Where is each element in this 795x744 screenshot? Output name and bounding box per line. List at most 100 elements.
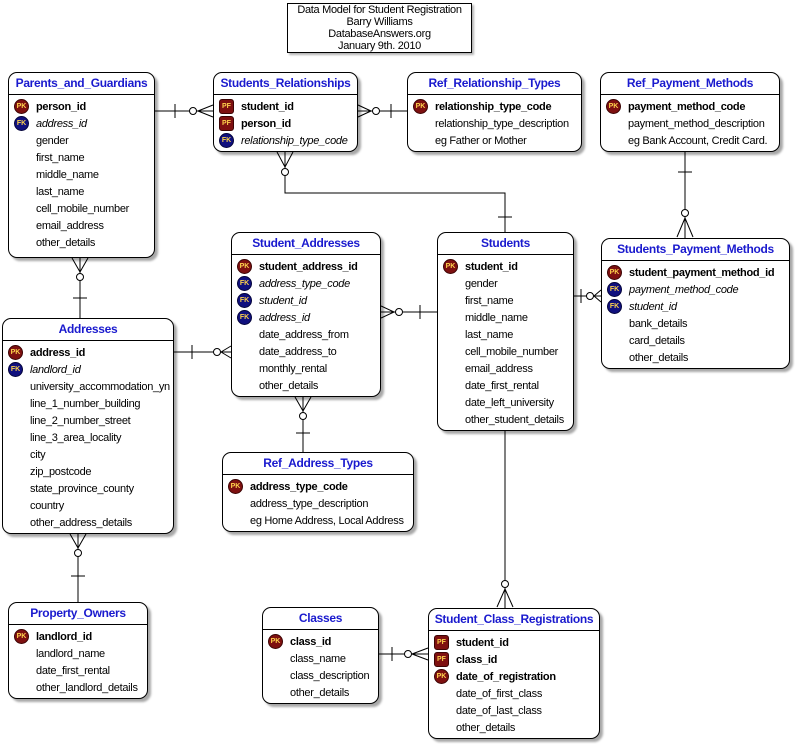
field-name: class_id [290,635,332,648]
field-name: line_3_area_locality [30,431,122,444]
field-row: line_3_area_locality [3,429,173,446]
field-row: date_left_university [438,394,573,411]
pf-key-icon: PF [219,116,239,131]
field-name: landlord_id [30,363,81,376]
connector-students-to-student-addresses [380,305,437,319]
pk-key-icon: PK [268,634,288,649]
entity-title: Student_Addresses [232,233,380,255]
field-name: state_province_county [30,482,134,495]
connector-students-to-students-relationships [276,151,512,232]
field-name: eg Father or Mother [435,134,527,147]
field-name: student_id [465,260,518,273]
field-name: address_id [30,346,86,359]
entity-title: Ref_Address_Types [223,453,413,475]
diagram-title-box: Data Model for Student Registration Barr… [287,3,472,53]
field-name: email_address [465,362,533,375]
field-name: class_name [290,652,346,665]
field-name: payment_method_description [628,117,765,130]
diagram-site: DatabaseAnswers.org [328,28,431,40]
fk-key-icon: FK [607,282,627,297]
entity-title: Property_Owners [9,603,147,625]
field-name: country [30,499,64,512]
pk-key-icon: PK [413,99,433,114]
field-row: other_landlord_details [9,679,147,696]
field-name: payment_method_code [629,283,739,296]
connector-students-relationships-to-ref-relationship-types [357,104,407,118]
entity-title: Students_Payment_Methods [602,239,789,261]
field-name: landlord_id [36,630,92,643]
field-name: email_address [36,219,104,232]
fk-key-icon: FK [219,133,239,148]
field-name: city [30,448,46,461]
field-name: student_id [456,636,509,649]
field-name: student_id [629,300,677,313]
diagram-author: Barry Williams [346,16,413,28]
field-row: date_address_from [232,326,380,343]
field-name: student_address_id [259,260,358,273]
field-name: date_of_last_class [456,704,542,717]
field-row: cell_mobile_number [9,200,154,217]
connector-addresses-to-parents-and-guardians [71,257,89,318]
field-row: last_name [438,326,573,343]
field-row: card_details [602,332,789,349]
field-row: zip_postcode [3,463,173,480]
entity-title: Ref_Payment_Methods [601,73,779,95]
entity-title: Parents_and_Guardians [9,73,154,95]
field-row: first_name [9,149,154,166]
connector-ref-payment-methods-to-students-payment-methods [676,152,694,238]
field-name: eg Bank Account, Credit Card. [628,134,768,147]
field-name: address_type_code [250,480,348,493]
field-name: date_first_rental [36,664,110,677]
field-name: class_description [290,669,370,682]
field-name: address_id [36,117,87,130]
field-name: date_address_from [259,328,349,341]
field-row: other_address_details [3,514,173,531]
field-row: other_details [232,377,380,394]
diagram-title: Data Model for Student Registration [297,4,462,16]
field-name: relationship_type_code [435,100,552,113]
connector-students-to-student-class-registrations [496,431,514,608]
field-name: cell_mobile_number [36,202,130,215]
connector-students-to-students-payment-methods [574,289,602,303]
field-name: line_1_number_building [30,397,141,410]
entity-title: Ref_Relationship_Types [408,73,581,95]
field-row: other_details [602,349,789,366]
field-name: zip_postcode [30,465,92,478]
pk-key-icon: PK [237,259,257,274]
pk-key-icon: PK [607,265,627,280]
field-row: country [3,497,173,514]
field-row: eg Home Address, Local Address [223,512,413,529]
field-row: date_address_to [232,343,380,360]
field-name: date_left_university [465,396,554,409]
field-name: cell_mobile_number [465,345,559,358]
field-row: date_of_last_class [429,702,599,719]
